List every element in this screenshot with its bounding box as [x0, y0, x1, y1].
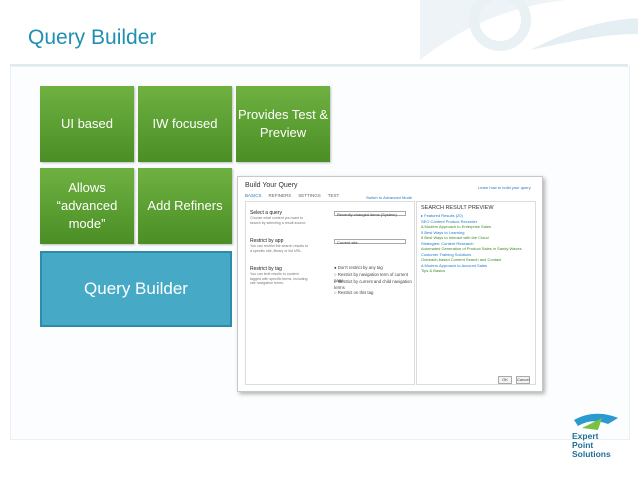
query-settings-panel: Select a query Choose what content you w… [245, 201, 415, 385]
dialog-title: Build Your Query [245, 182, 298, 189]
header-band [0, 0, 638, 58]
restrict-tag-label: Restrict by tag [250, 266, 282, 272]
preview-result[interactable]: Tips & Basics [421, 268, 446, 273]
tile-provides-test-preview: Provides Test & Preview [236, 86, 330, 162]
preview-result[interactable]: ▸ Featured Results (20) [421, 213, 463, 218]
restrict-tag-help: You can limit results to content tagged … [250, 272, 308, 285]
restrict-app-label: Restrict by app [250, 238, 284, 244]
query-builder-screenshot: Build Your Query BASICS REFINERS SETTING… [237, 176, 543, 392]
tile-iw-focused: IW focused [138, 86, 232, 162]
tab-basics[interactable]: BASICS [245, 193, 262, 198]
select-query-label: Select a query [250, 210, 282, 216]
preview-result[interactable]: Outreach-based Content Search and Contac… [421, 257, 502, 262]
tab-settings[interactable]: SETTINGS [298, 193, 321, 198]
expert-point-logo-icon [574, 413, 618, 430]
tab-test[interactable]: TEST [327, 193, 340, 198]
preview-header: SEARCH RESULT PREVIEW [421, 205, 494, 211]
preview-result[interactable]: A Modern Approach to Account Sales [421, 263, 488, 268]
preview-result[interactable]: Automated Generation of Product Sales in… [421, 246, 522, 251]
tile-query-builder: Query Builder [40, 251, 232, 327]
logo-line-1: Expert [572, 431, 599, 441]
preview-result[interactable]: SEO Content Product Recorder [421, 219, 478, 224]
tile-add-refiners: Add Refiners [138, 168, 232, 244]
search-result-preview-panel: SEARCH RESULT PREVIEW ▸ Featured Results… [416, 201, 536, 385]
tag-option-label: Don't restrict by any tag [337, 265, 383, 270]
tag-option-label: Restrict on this tag [337, 290, 374, 295]
tile-advanced-mode: Allows “advanced mode” [40, 168, 134, 244]
restrict-app-help: You can restrict the search results to a… [250, 244, 308, 253]
select-query-dropdown[interactable]: Recently changed items (System) [334, 211, 406, 217]
preview-result[interactable]: 5 Best Ways to Interact with the Cloud [421, 235, 489, 240]
title-divider [10, 64, 628, 67]
switch-advanced-link[interactable]: Switch to Advanced Mode [366, 195, 413, 200]
tag-option-label: Restrict by navigation term of current p… [334, 272, 409, 283]
preview-result[interactable]: Strategies: Content Research [421, 241, 474, 246]
logo-text: Expert Point Solutions [572, 432, 611, 459]
page-title: Query Builder [28, 26, 157, 49]
preview-result[interactable]: Customer Training Solutions [421, 252, 472, 257]
tag-option-current-term[interactable]: ○ Restrict by navigation term of current… [334, 272, 409, 283]
decorative-swoosh [420, 0, 638, 60]
preview-result[interactable]: A Modern Approach to Enterprise Sales [421, 224, 492, 229]
select-query-help: Choose what content you want to search b… [250, 216, 307, 225]
tag-option-label: Restrict by current and child navigation… [334, 279, 412, 290]
ok-button[interactable]: OK [498, 376, 512, 384]
tile-ui-based: UI based [40, 86, 134, 162]
logo-line-2: Point [572, 440, 594, 450]
tag-option-child-terms[interactable]: ○ Restrict by current and child navigati… [334, 279, 412, 290]
restrict-app-dropdown[interactable]: Current site [334, 239, 406, 245]
help-link[interactable]: Learn how to build your query [478, 185, 531, 190]
tab-refiners[interactable]: REFINERS [268, 193, 292, 198]
tag-option-none[interactable]: ● Don't restrict by any tag [334, 265, 383, 270]
cancel-button[interactable]: Cancel [516, 376, 530, 384]
logo-line-3: Solutions [572, 449, 611, 459]
preview-result[interactable]: 5 Best Ways to Learning [421, 230, 465, 235]
dialog-tabs: BASICS REFINERS SETTINGS TEST [245, 193, 339, 198]
tag-option-this-tag[interactable]: ○ Restrict on this tag [334, 290, 374, 295]
